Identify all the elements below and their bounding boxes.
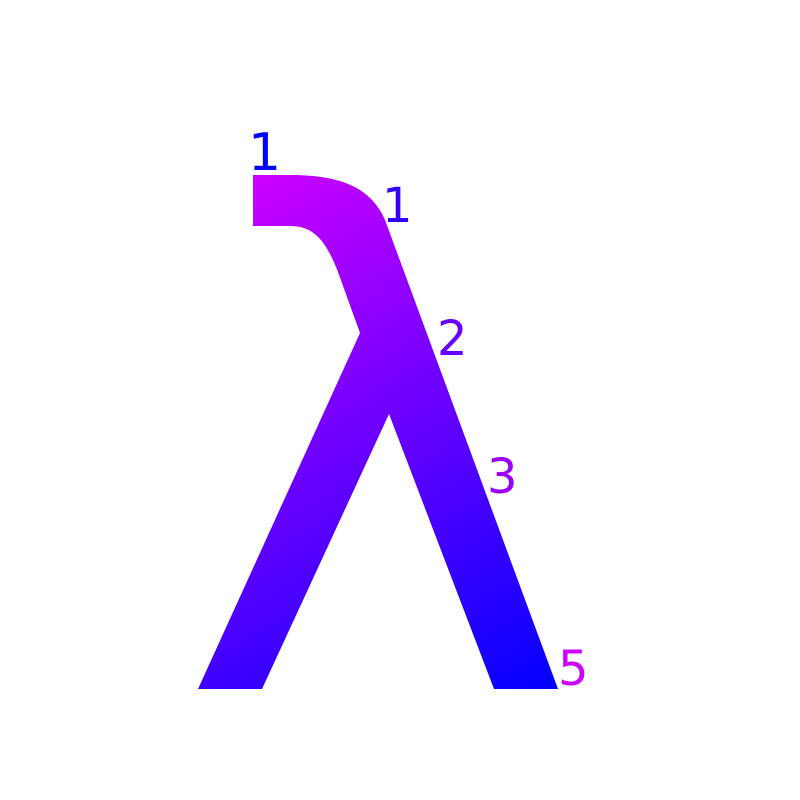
lambda-glyph-icon (198, 175, 558, 689)
label-1-shoulder: 1 (382, 178, 413, 234)
label-3: 3 (487, 449, 518, 505)
label-2: 2 (437, 311, 468, 367)
label-5: 5 (558, 641, 589, 697)
label-1-top-left: 1 (248, 123, 281, 183)
